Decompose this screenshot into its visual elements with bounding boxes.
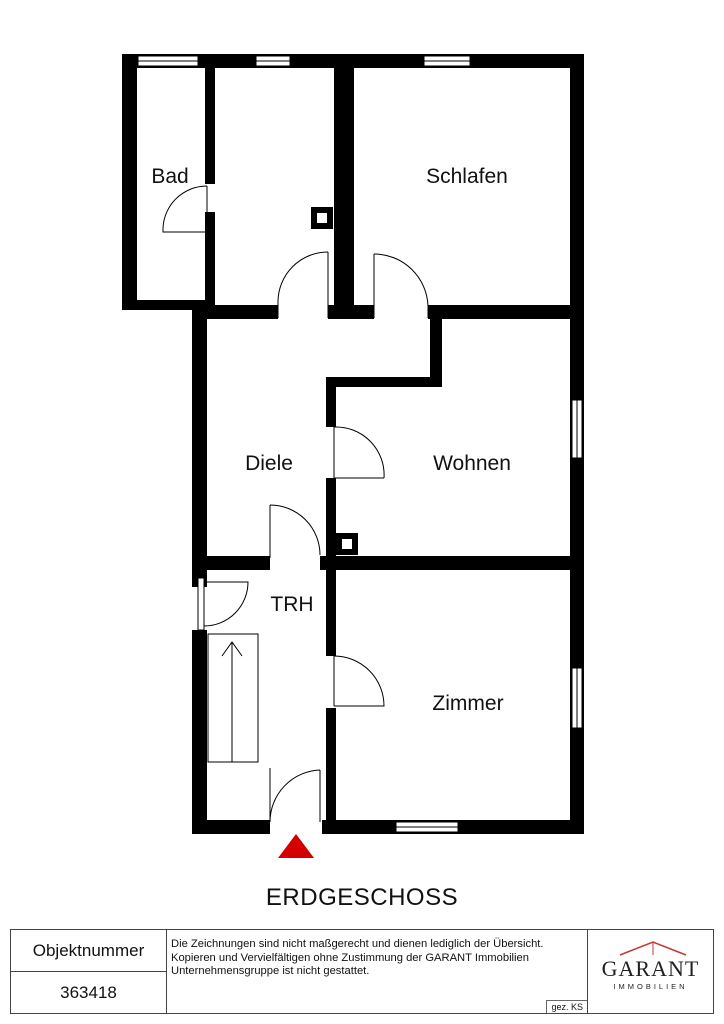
room-label-zimmer: Zimmer [432, 692, 503, 715]
logo-wordmark: GARANT [601, 956, 700, 981]
title-block: Objektnummer 363418 Die Zeichnungen sind… [10, 929, 714, 1014]
room-label-trh: TRH [270, 593, 313, 616]
walls [122, 54, 584, 834]
company-logo: GARANT IMMOBILIEN [588, 930, 713, 1013]
disclaimer-box: Die Zeichnungen sind nicht maßgerecht un… [167, 930, 588, 1013]
stairs [207, 633, 259, 763]
window-lines [138, 60, 578, 828]
entrance-side-door [197, 577, 249, 631]
room-label-schlafen: Schlafen [426, 165, 508, 188]
disclaimer-text: Die Zeichnungen sind nicht maßgerecht un… [171, 938, 544, 977]
door-gaps [270, 305, 428, 570]
doors [162, 185, 429, 823]
room-label-bad: Bad [151, 165, 188, 188]
chimney-marks [311, 207, 358, 555]
entrance-marker-icon [278, 834, 314, 858]
room-label-diele: Diele [245, 452, 293, 475]
object-number-label: Objektnummer [11, 930, 166, 972]
object-number-value: 363418 [60, 982, 117, 1002]
roof-icon [619, 941, 687, 956]
object-info: Objektnummer 363418 [11, 930, 167, 1013]
logo-subtitle: IMMOBILIEN [613, 982, 688, 991]
floor-title: ERDGESCHOSS [266, 884, 458, 911]
floor-plan: Bad Schlafen Diele Wohnen TRH Zimmer ERD… [122, 54, 584, 911]
signature: gez. KS [546, 1000, 587, 1013]
room-label-wohnen: Wohnen [433, 452, 511, 475]
